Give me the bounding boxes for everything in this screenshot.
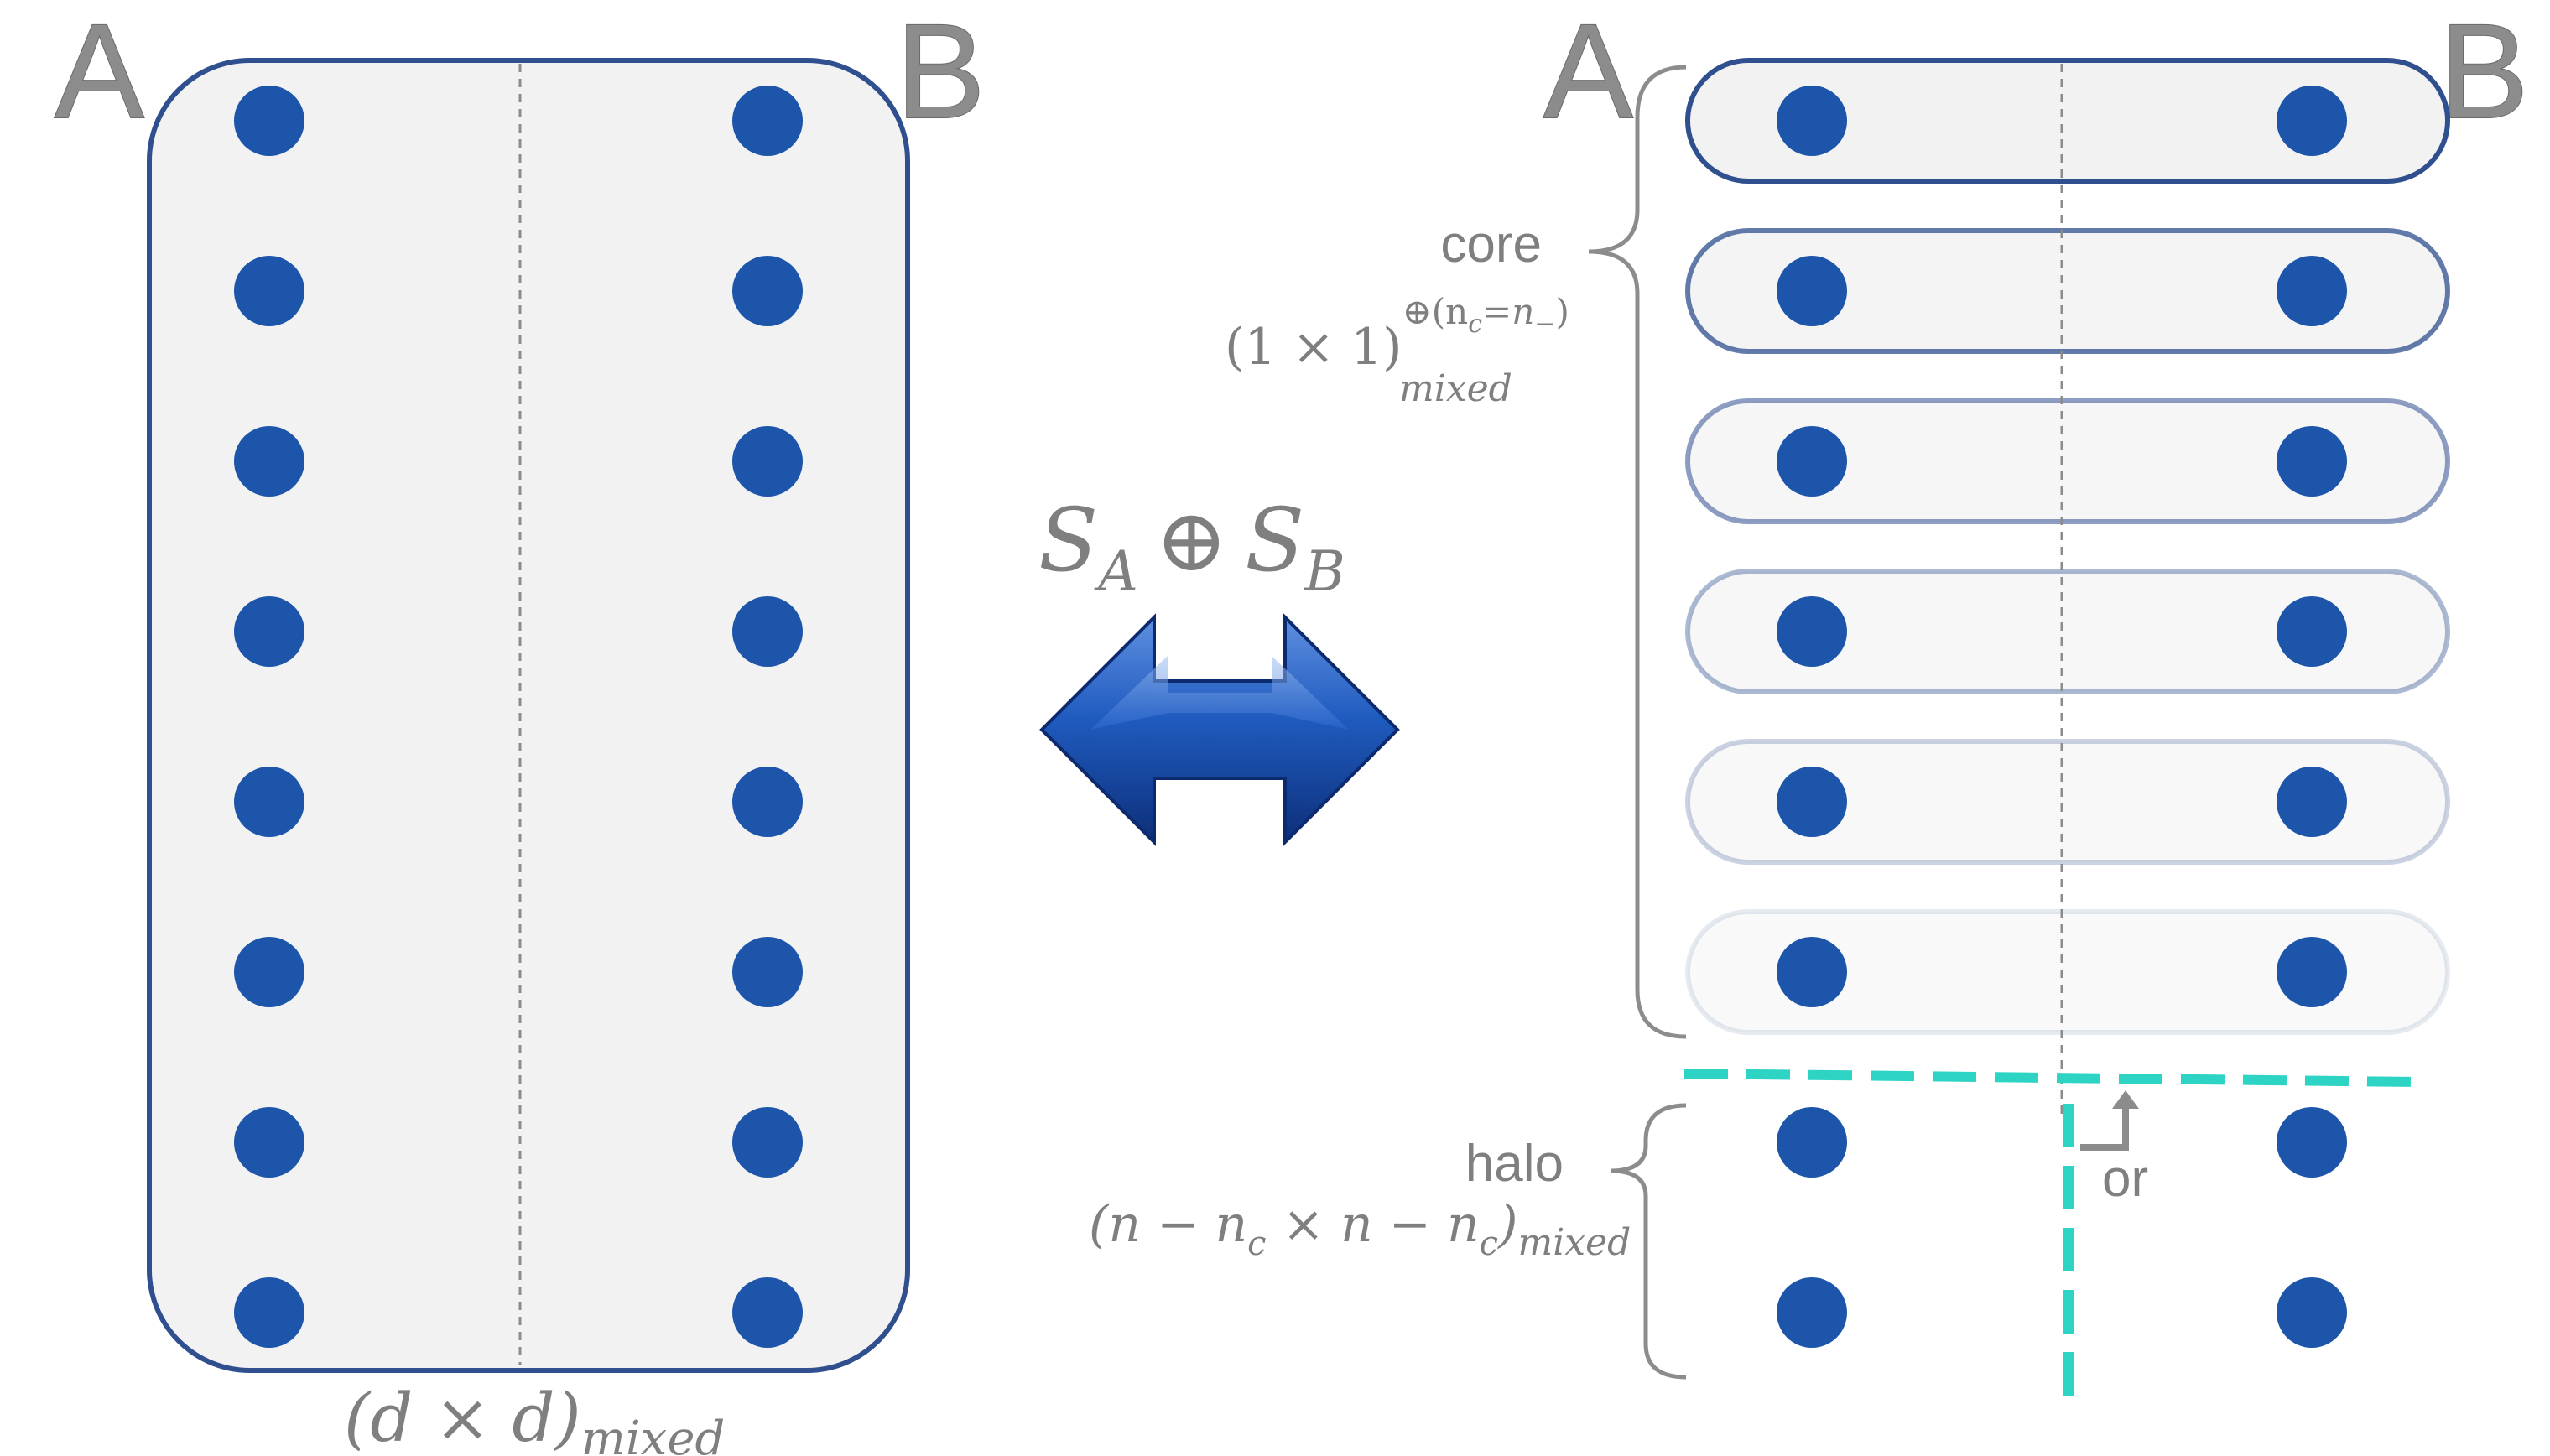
halo-formula-mid: × n − n	[1267, 1195, 1480, 1254]
subsystem-a-dot	[1777, 767, 1847, 837]
core-pair-pill	[1685, 739, 2450, 865]
turn-arrow-icon	[2080, 1090, 2139, 1151]
halo-formula-open: (n − n	[1089, 1195, 1247, 1254]
subsystem-b-dot	[2277, 86, 2347, 156]
subsystem-a-dot	[234, 596, 304, 667]
left-caption-base: (d × d)	[344, 1379, 581, 1456]
subsystem-a-dot	[1777, 256, 1847, 326]
core-pair-pill	[1685, 228, 2450, 354]
core-label: core	[1440, 216, 1542, 273]
subsystem-a-dot	[1777, 596, 1847, 667]
halo-formula: (n − nc × n − nc)mixed	[1089, 1195, 1631, 1264]
subsystem-b-dot	[2277, 937, 2347, 1007]
subsystem-a-dot	[234, 86, 304, 156]
subsystem-b-dot	[732, 1107, 803, 1178]
halo-horizontal-cut	[1684, 1069, 2417, 1087]
core-formula-sup-c: c	[1468, 309, 1482, 339]
core-formula-sup-rest: =n	[1482, 291, 1534, 332]
halo-formula-c1: c	[1247, 1225, 1266, 1263]
double-headed-arrow-icon	[1039, 613, 1400, 846]
core-formula-sub: mixed	[1399, 367, 1512, 410]
subsystem-b-dot	[2277, 426, 2347, 497]
core-pair-pill	[1685, 58, 2450, 184]
left-letter-a: A	[55, 0, 144, 146]
subsystem-b-dot	[2277, 1277, 2347, 1348]
operator-s-b: S	[1245, 489, 1304, 591]
subsystem-b-dot	[732, 426, 803, 497]
core-pair-pill	[1685, 569, 2450, 694]
right-panel: A B core (1 × 1)⊕(nc=n−)mixed halo (n − …	[1089, 0, 2530, 1409]
subsystem-b-dot	[732, 937, 803, 1007]
operator-oplus: ⊕	[1155, 489, 1228, 591]
subsystem-b-dot	[732, 256, 803, 326]
core-formula-sup-close: )	[1555, 291, 1569, 332]
halo-formula-c2: c	[1480, 1225, 1498, 1263]
subsystem-a-dot	[234, 256, 304, 326]
subsystem-b-dot	[2277, 596, 2347, 667]
subsystem-b-dot	[2277, 767, 2347, 837]
subsystem-a-dot	[234, 1107, 304, 1178]
core-formula-sup: ⊕(n	[1402, 291, 1469, 332]
subsystem-a-dot	[234, 426, 304, 497]
operator-s-a: S	[1038, 489, 1098, 591]
halo-formula-sub: mixed	[1517, 1221, 1631, 1264]
subsystem-a-dot	[234, 1277, 304, 1348]
core-pair-pill	[1685, 398, 2450, 524]
left-caption: (d × d)mixed	[344, 1379, 725, 1456]
halo-brace	[1610, 1103, 1687, 1380]
or-label: or	[2102, 1150, 2148, 1208]
subsystem-b-dot	[732, 596, 803, 667]
subsystem-a-dot	[234, 767, 304, 837]
left-letter-b: B	[896, 0, 986, 146]
subsystem-a-dot	[1777, 1277, 1847, 1348]
left-panel: A B (d × d)mixed	[54, 0, 986, 1456]
operator-sub-b: B	[1304, 539, 1345, 604]
right-letter-b: B	[2439, 0, 2529, 146]
direct-sum-operator: SA⊕SB	[1038, 489, 1345, 604]
subsystem-a-dot	[234, 937, 304, 1007]
left-dot-grid	[234, 86, 803, 1348]
subsystem-b-dot	[732, 1277, 803, 1348]
right-dot-grid	[1777, 86, 2347, 1348]
subsystem-a-dot	[1777, 1107, 1847, 1178]
middle-transform: SA⊕SB	[1038, 489, 1400, 846]
core-pill-stack	[1685, 58, 2450, 1035]
subsystem-a-dot	[1777, 426, 1847, 497]
left-caption-sub: mixed	[581, 1412, 726, 1456]
subsystem-a-dot	[1777, 86, 1847, 156]
core-formula-sup-minus: −	[1534, 309, 1555, 339]
subsystem-b-dot	[2277, 256, 2347, 326]
subsystem-b-dot	[732, 86, 803, 156]
subsystem-b-dot	[2277, 1107, 2347, 1178]
core-formula-base: (1 × 1)	[1225, 318, 1402, 377]
halo-formula-close: )	[1496, 1195, 1517, 1254]
core-brace	[1588, 65, 1687, 1039]
halo-label: halo	[1465, 1135, 1564, 1193]
core-pair-pill	[1685, 909, 2450, 1035]
core-formula: (1 × 1)⊕(nc=n−) mixed	[1225, 291, 1569, 410]
operator-sub-a: A	[1093, 539, 1138, 604]
subsystem-b-dot	[732, 767, 803, 837]
mixed-state-box	[147, 58, 910, 1373]
right-letter-a: A	[1543, 0, 1633, 146]
subsystem-a-dot	[1777, 937, 1847, 1007]
